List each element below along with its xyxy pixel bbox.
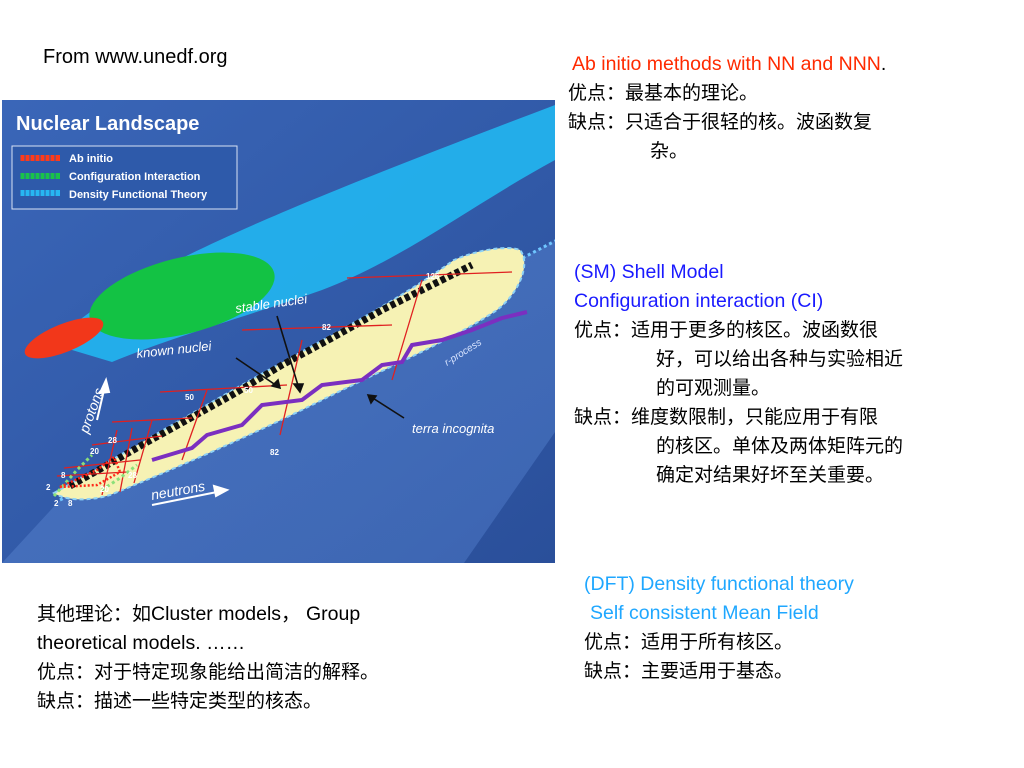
other-theories-pros: 优点：对于特定现象能给出简洁的解释。 xyxy=(37,661,380,683)
magic-28-bottom: 28 xyxy=(128,471,137,480)
other-theories-section: 其他理论：如Cluster models， Group theoretical … xyxy=(37,600,379,716)
stable-nuclei-line xyxy=(68,261,474,490)
shell-model-cons-cont2: 确定对结果好坏至关重要。 xyxy=(656,464,885,486)
ab-initio-cons-cont: 杂。 xyxy=(650,140,689,162)
dft-pros: 优点：适用于所有核区。 xyxy=(584,631,794,653)
ci-title: Configuration interaction (CI) xyxy=(574,290,824,312)
magic-50-mid: 50 xyxy=(244,386,253,395)
magic-20-bottom: 20 xyxy=(100,485,109,494)
other-theories-line1: 其他理论：如Cluster models， Group xyxy=(37,603,361,625)
magic-82-top: 82 xyxy=(322,323,331,332)
ab-initio-section: Ab initio methods with NN and NNN. 优点：最基… xyxy=(568,50,886,166)
magic-126: 126 xyxy=(426,272,440,281)
source-note: From www.unedf.org xyxy=(43,46,228,68)
label-terra-incognita: terra incognita xyxy=(412,421,494,436)
magic-8-left: 8 xyxy=(61,471,66,480)
magic-82-bottom: 82 xyxy=(270,448,279,457)
nuclear-chart-band xyxy=(52,247,526,501)
r-process-path xyxy=(151,310,528,462)
ab-initio-cons: 缺点：只适合于很轻的核。波函数复 xyxy=(568,111,873,133)
drip-line-dots xyxy=(52,453,138,497)
shell-model-title: (SM) Shell Model xyxy=(574,261,724,283)
mean-field-title: Self consistent Mean Field xyxy=(590,602,819,624)
magic-number-lines xyxy=(56,271,513,496)
ci-region xyxy=(89,252,275,340)
magic-8-bottom: 8 xyxy=(68,499,73,508)
axis-arrows xyxy=(96,377,230,506)
other-theories-cons: 缺点：描述一些特定类型的核态。 xyxy=(37,690,323,712)
shell-model-pros-cont2: 的可观测量。 xyxy=(656,377,771,399)
shell-model-pros-cont1: 好，可以给出各种与实验相近 xyxy=(656,348,904,370)
dft-cons: 缺点：主要适用于基态。 xyxy=(584,660,794,682)
other-theories-line2: theoretical models. …… xyxy=(37,632,246,654)
ab-initio-title: Ab initio methods with NN and NNN. xyxy=(572,53,887,75)
figure-title: Nuclear Landscape xyxy=(16,113,199,135)
dft-title: (DFT) Density functional theory xyxy=(584,573,854,595)
legend-label-ci: Configuration Interaction xyxy=(69,171,201,183)
shell-model-cons-cont1: 的核区。单体及两体矩阵元的 xyxy=(656,435,904,457)
annotation-arrows xyxy=(235,315,405,419)
ab-initio-region xyxy=(24,317,104,359)
shell-model-cons: 缺点：维度数限制，只能应用于有限 xyxy=(574,406,879,428)
magic-2-bottom: 2 xyxy=(54,499,59,508)
legend-swatch-dft xyxy=(19,190,60,196)
magic-20-left: 20 xyxy=(90,447,99,456)
figure-legend: Ab initio Configuration Interaction Dens… xyxy=(11,145,238,210)
shell-model-section: (SM) Shell Model Configuration interacti… xyxy=(574,258,903,490)
dft-section: (DFT) Density functional theory Self con… xyxy=(584,570,854,686)
ab-initio-nuclei-outline xyxy=(59,455,122,489)
legend-label-ab-initio: Ab initio xyxy=(69,153,113,165)
magic-2-left: 2 xyxy=(46,483,51,492)
nuclear-landscape-svg: Nuclear Landscape Ab initio Configuratio… xyxy=(2,100,555,563)
legend-swatch-ci xyxy=(19,173,60,179)
ab-initio-pros: 优点：最基本的理论。 xyxy=(568,82,759,104)
shell-model-pros: 优点：适用于更多的核区。波函数很 xyxy=(574,319,879,341)
legend-swatch-ab-initio xyxy=(19,155,60,161)
nuclear-landscape-figure: Nuclear Landscape Ab initio Configuratio… xyxy=(2,100,555,563)
magic-50-left: 50 xyxy=(185,393,194,402)
magic-28-left: 28 xyxy=(108,436,117,445)
legend-label-dft: Density Functional Theory xyxy=(69,189,208,201)
